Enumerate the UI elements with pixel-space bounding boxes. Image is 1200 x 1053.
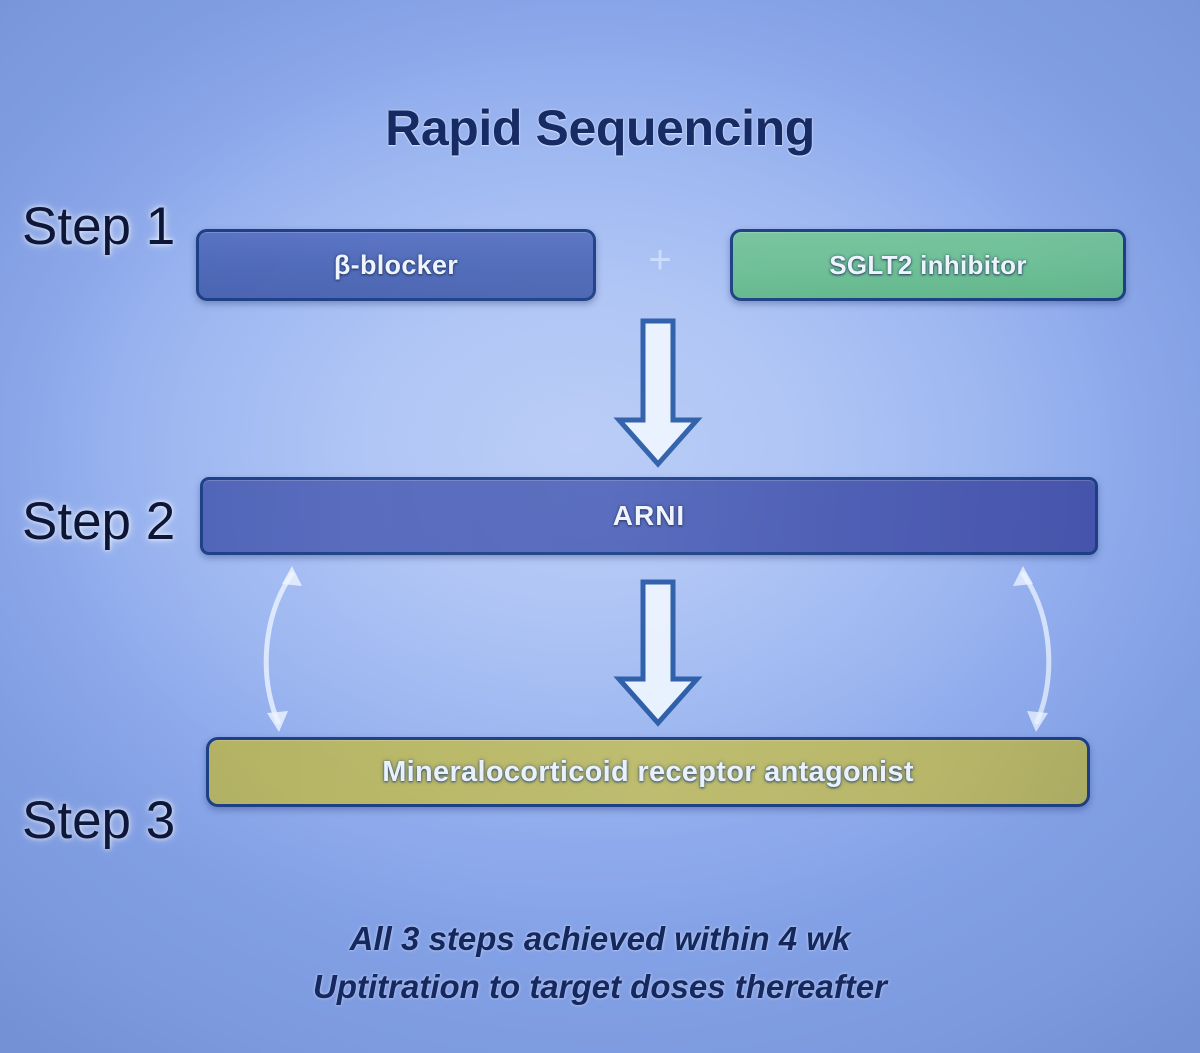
arni-bar[interactable]: ARNI [200, 477, 1098, 555]
plus-icon: + [648, 238, 672, 282]
down-arrow-icon-2 [610, 578, 706, 733]
mineralocorticoid-receptor-antagonist-bar[interactable]: Mineralocorticoid receptor antagonist [206, 737, 1090, 807]
caption: All 3 steps achieved within 4 wk Uptitra… [0, 915, 1200, 1011]
step-2-label: Step 2 [22, 492, 176, 551]
down-arrow-icon [610, 317, 706, 474]
beta-blocker-bar[interactable]: β-blocker [196, 229, 596, 301]
step-3-label: Step 3 [22, 791, 176, 850]
curved-double-arrow-left-icon [240, 556, 330, 751]
beta-blocker-label: β-blocker [333, 249, 459, 280]
curved-double-arrow-right-icon [985, 556, 1075, 751]
arni-label: ARNI [612, 500, 686, 531]
page-title: Rapid Sequencing [385, 100, 815, 156]
caption-line-2: Uptitration to target doses thereafter [313, 968, 887, 1005]
mineralocorticoid-receptor-antagonist-label: Mineralocorticoid receptor antagonist [382, 755, 914, 788]
caption-line-1: All 3 steps achieved within 4 wk [349, 920, 851, 957]
step-1-label: Step 1 [22, 197, 176, 256]
sglt2-inhibitor-bar[interactable]: SGLT2 inhibitor [730, 229, 1126, 301]
sglt2-inhibitor-label: SGLT2 inhibitor [829, 249, 1027, 280]
